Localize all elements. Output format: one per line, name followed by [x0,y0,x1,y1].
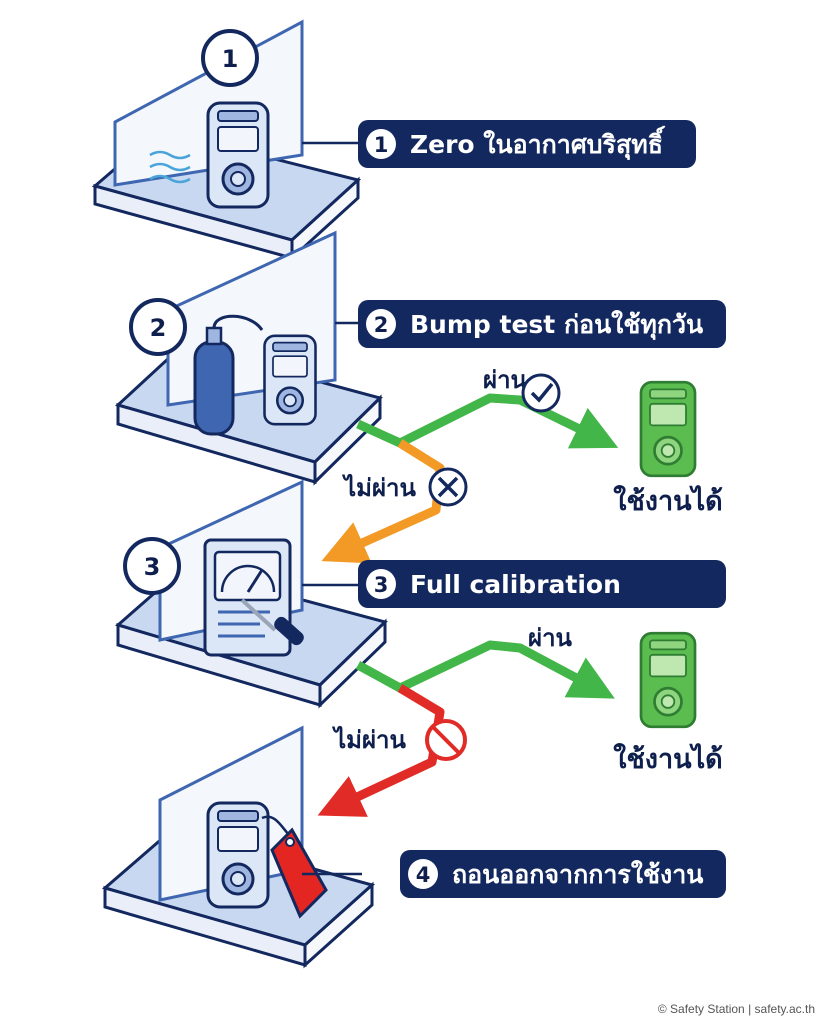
fail-branch-2: ไม่ผ่าน [317,684,467,817]
stage-4: 4 ถอนออกจากการใช้งาน [101,725,726,969]
step-label-pill-4 [400,850,726,898]
screwdriver-icon [240,598,304,646]
pass-label-2: ผ่าน [528,624,573,652]
pass-branch-1: ผ่าน ใช้งานได้ [356,366,723,517]
footer-credit: © Safety Station | safety.ac.th [657,1002,815,1016]
meter-gauge-icon [203,538,292,657]
step-label-pill-3 [358,560,726,608]
step-label-pill-2 [358,300,726,348]
step-number-3: 3 [144,553,161,581]
usable-label-1: ใช้งานได้ [613,485,722,517]
gas-cylinder-icon [193,314,264,436]
step-label-3: Full calibration [410,570,621,599]
step-number-badge-2 [129,298,187,356]
stage-3: 3 3 Full calibration [114,479,726,709]
prohibited-icon [425,719,467,761]
usable-device-icon-2 [639,631,697,729]
stage-1: 1 1 Zero ในอากาศบริสุทธิ์ [91,19,696,262]
stage-2: 2 2 Bump test ก่อนใช้ทุกวัน [115,230,726,486]
gas-detector-icon [206,801,270,909]
cross-icon [428,467,468,507]
step-label-4: ถอนออกจากการใช้งาน [452,859,703,889]
svg-text:1: 1 [374,133,389,157]
svg-text:4: 4 [416,863,431,887]
pass-label-1: ผ่าน [483,366,528,394]
usable-device-icon-1 [639,380,697,478]
tag-icon [261,815,328,919]
fail-branch-1: ไม่ผ่าน [321,439,468,564]
step-number-badge-3 [123,537,181,595]
pass-arrow-1 [356,393,619,449]
step-number-1: 1 [222,45,239,73]
wind-icon [149,150,191,184]
fail-label-2: ไม่ผ่าน [331,725,406,754]
usable-label-2: ใช้งานได้ [613,743,722,775]
step-number-2: 2 [150,314,167,342]
svg-text:2: 2 [374,313,389,337]
step-label-1: Zero ในอากาศบริสุทธิ์ [410,125,665,161]
step-label-pill-1 [358,120,696,168]
gas-detector-icon [263,334,317,426]
gas-detector-icon [206,101,270,209]
pass-branch-2: ผ่าน ใช้งานได้ [355,624,723,775]
step-label-2: Bump test ก่อนใช้ทุกวัน [410,309,703,341]
fail-label-1: ไม่ผ่าน [341,473,416,502]
check-icon [521,373,561,413]
svg-text:3: 3 [374,573,389,597]
pass-arrow-2 [355,640,615,699]
step-number-badge-1 [201,29,259,87]
